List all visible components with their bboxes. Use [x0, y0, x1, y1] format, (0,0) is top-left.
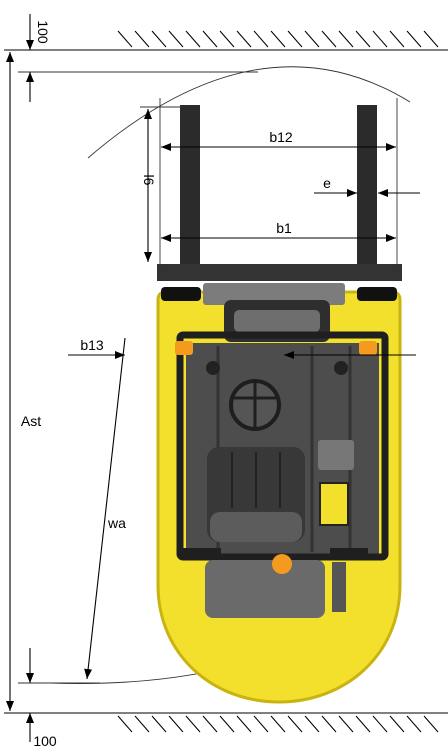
steering-wheel [229, 379, 281, 431]
control-levers [318, 440, 354, 470]
hatch-mark [117, 715, 133, 733]
rear-axle [205, 560, 325, 618]
rear-step [332, 562, 346, 612]
hatch-mark [406, 715, 422, 733]
hatch-mark [219, 30, 235, 48]
top-wall [4, 30, 448, 51]
e-label: e [323, 175, 331, 191]
hatch-mark [185, 715, 201, 733]
hatch-mark [270, 715, 286, 733]
right-front-light [359, 341, 377, 355]
wa-dimension-line [84, 337, 126, 680]
hatch-mark [117, 30, 133, 48]
hatch-mark [338, 715, 354, 733]
hatch-mark [151, 30, 167, 48]
hatch-mark [287, 30, 303, 48]
hatch-mark [253, 30, 269, 48]
hatch-mark [168, 715, 184, 733]
bottom-100-label: 100 [33, 733, 57, 749]
hatch-mark [202, 715, 218, 733]
left-front-wheel [161, 287, 201, 301]
hatch-mark [134, 715, 150, 733]
hatch-mark [185, 30, 201, 48]
operator-seat [207, 447, 305, 542]
hatch-mark [236, 30, 252, 48]
b12-label: b12 [269, 129, 293, 145]
hatch-mark [134, 30, 150, 48]
hatch-mark [372, 30, 388, 48]
hatch-mark [304, 715, 320, 733]
hatch-mark [338, 30, 354, 48]
left-fork [180, 105, 200, 267]
right-guard-foot [330, 548, 368, 556]
hatch-mark [151, 715, 167, 733]
bottom-wall [4, 712, 448, 733]
hatch-mark [253, 715, 269, 733]
left-guard-post [206, 361, 220, 375]
bottom-wall-hatching [117, 715, 439, 733]
forklift [156, 105, 402, 704]
right-front-wheel [357, 287, 397, 301]
ast-label: Ast [21, 413, 41, 429]
right-fork [357, 105, 377, 267]
hatch-mark [355, 30, 371, 48]
l6-label: l6 [141, 175, 157, 186]
rear-beacon [272, 554, 292, 574]
left-front-light [175, 341, 193, 355]
hatch-mark [321, 30, 337, 48]
b1-label: b1 [276, 220, 292, 236]
mast-top-plate [203, 283, 345, 305]
seat-cushion [210, 512, 302, 542]
hatch-mark [389, 30, 405, 48]
hatch-mark [304, 30, 320, 48]
hatch-mark [168, 30, 184, 48]
right-guard-post [334, 361, 348, 375]
hatch-mark [389, 715, 405, 733]
front-turning-arc [87, 66, 411, 159]
left-guard-foot [183, 548, 221, 556]
top-100-label: 100 [35, 20, 51, 44]
wa-label: wa [107, 515, 126, 531]
hatch-mark [423, 715, 439, 733]
top-wall-hatching [117, 30, 439, 48]
hatch-mark [287, 715, 303, 733]
hatch-mark [372, 715, 388, 733]
hatch-mark [355, 715, 371, 733]
fork-carriage [157, 264, 402, 281]
hatch-mark [423, 30, 439, 48]
hatch-mark [270, 30, 286, 48]
hatch-mark [236, 715, 252, 733]
b13-label: b13 [80, 337, 104, 353]
hatch-mark [202, 30, 218, 48]
side-panel [319, 482, 349, 526]
hatch-mark [219, 715, 235, 733]
hatch-mark [406, 30, 422, 48]
hatch-mark [321, 715, 337, 733]
mast-cylinder-cover [234, 310, 320, 332]
